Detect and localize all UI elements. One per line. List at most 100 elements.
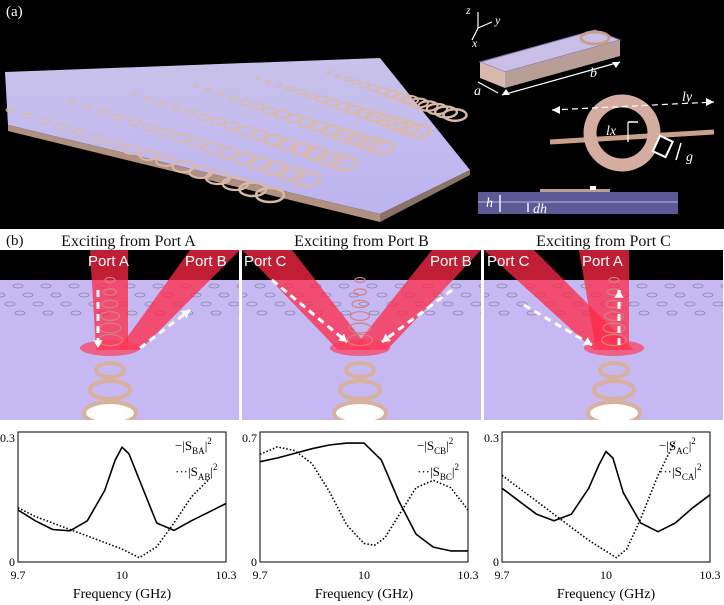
x-tick-label: 9.7 (495, 568, 510, 582)
ring-element (351, 79, 361, 85)
sim2-port-right-label: Port B (430, 253, 472, 270)
propagation-arrow (139, 308, 191, 350)
ring-element (204, 87, 213, 93)
ring-element (138, 149, 159, 161)
series-dotted-line (17, 479, 210, 559)
field-sim-port-a (0, 250, 239, 420)
dim-dh-label: dh (533, 202, 547, 217)
panel-a-render: (a) z y x a b ly lx g h dh (0, 0, 724, 229)
ring-element (251, 102, 265, 111)
legend-solid-entry: −|SAC|2 (659, 436, 696, 456)
y-tick-label: 0.3 (484, 431, 499, 445)
ring-array (5, 71, 468, 204)
dim-lx-label: lx (606, 124, 617, 139)
legend-solid-entry: −|SCB|2 (417, 436, 453, 456)
panel-a-label: (a) (6, 4, 23, 20)
ring-element (121, 144, 141, 155)
ring-element (592, 379, 636, 401)
axis-x-label: x (472, 36, 478, 50)
ring-element (586, 400, 642, 420)
ring-element (143, 96, 153, 101)
ring-element (88, 379, 132, 401)
beam-path (242, 250, 370, 350)
ring-element (105, 139, 123, 149)
ring-element (285, 85, 295, 92)
ring-element (367, 139, 395, 155)
x-tick-label: 9.7 (253, 568, 268, 582)
ring-element (55, 123, 69, 131)
dim-a-label: a (474, 84, 481, 99)
ring-element (236, 125, 256, 136)
ring-element (82, 400, 138, 420)
ring-element (359, 81, 371, 89)
series-solid-line (501, 450, 711, 533)
ring-element (262, 106, 278, 115)
x-tick-label: 9.7 (11, 568, 26, 582)
beam-path (352, 250, 481, 350)
beam-path (579, 250, 629, 350)
axis-y-label: y (495, 13, 501, 27)
ring-element (326, 71, 332, 75)
ring-element (255, 76, 261, 80)
sim3-port-right-label: Port A (582, 253, 623, 270)
sim1-port-left-label: Port A (88, 253, 129, 270)
ring-element (239, 98, 252, 106)
dim-h-label: h (486, 196, 493, 211)
propagation-arrow (271, 278, 348, 344)
ring-element (442, 108, 468, 122)
series-solid-line (259, 442, 468, 552)
ring-element (334, 73, 342, 79)
ring-element (71, 128, 87, 137)
legend-dotted-entry: ···|SCA|2 (659, 462, 701, 482)
axis-z-label: z (466, 3, 471, 17)
ring-element (68, 99, 76, 105)
ring-element (196, 113, 212, 121)
ring-element (202, 142, 224, 154)
x-tick-label: 10.3 (458, 568, 479, 582)
ring-element (38, 118, 51, 125)
ring-element (82, 104, 93, 110)
ring-element (305, 92, 318, 100)
x-tick-label: 10.3 (216, 568, 237, 582)
substrate-edge (8, 125, 380, 222)
ring-element (5, 107, 15, 113)
legend-dotted-entry: ···|SAB|2 (175, 462, 217, 482)
sim2-port-left-label: Port C (244, 253, 287, 270)
ring-element (130, 92, 138, 96)
ring-element (275, 82, 284, 88)
ring-element (172, 133, 191, 143)
ring-element (338, 379, 382, 401)
ring-element (274, 110, 291, 119)
plot-frame (259, 431, 469, 563)
ring-element (332, 128, 356, 142)
dim-ly-label: ly (682, 90, 693, 105)
column-title-port-b: Exciting from Port B (294, 233, 429, 250)
y-tick-label: 0.7 (242, 431, 257, 445)
ring-element (295, 89, 307, 96)
ring-element (157, 128, 175, 138)
x-tick-label: 10 (358, 568, 370, 582)
y-tick-label: 0 (493, 555, 499, 569)
x-tick-label: 10.3 (700, 568, 721, 582)
unit-cell-schematic (471, 12, 715, 214)
ring-element (22, 112, 33, 119)
column-title-port-c: Exciting from Port C (536, 233, 671, 250)
split-ring-resonator (583, 94, 661, 172)
ring-element (303, 146, 329, 161)
series-dotted-line (259, 446, 469, 547)
ring-element (155, 155, 177, 167)
propagation-arrow (523, 303, 593, 347)
cross-section-substrate (478, 192, 678, 214)
ring-element (142, 123, 158, 132)
y-tick-label: 0.3 (0, 431, 15, 445)
ring-element (265, 79, 272, 84)
ring-element (112, 114, 126, 121)
ring-element (183, 108, 197, 116)
ring-element (329, 155, 359, 171)
column-title-port-a: Exciting from Port A (61, 233, 196, 250)
ring-element (216, 91, 226, 97)
x-tick-label: 10 (116, 568, 128, 582)
legend-solid-entry: −|SBA|2 (175, 436, 212, 456)
ring-element (342, 76, 352, 82)
